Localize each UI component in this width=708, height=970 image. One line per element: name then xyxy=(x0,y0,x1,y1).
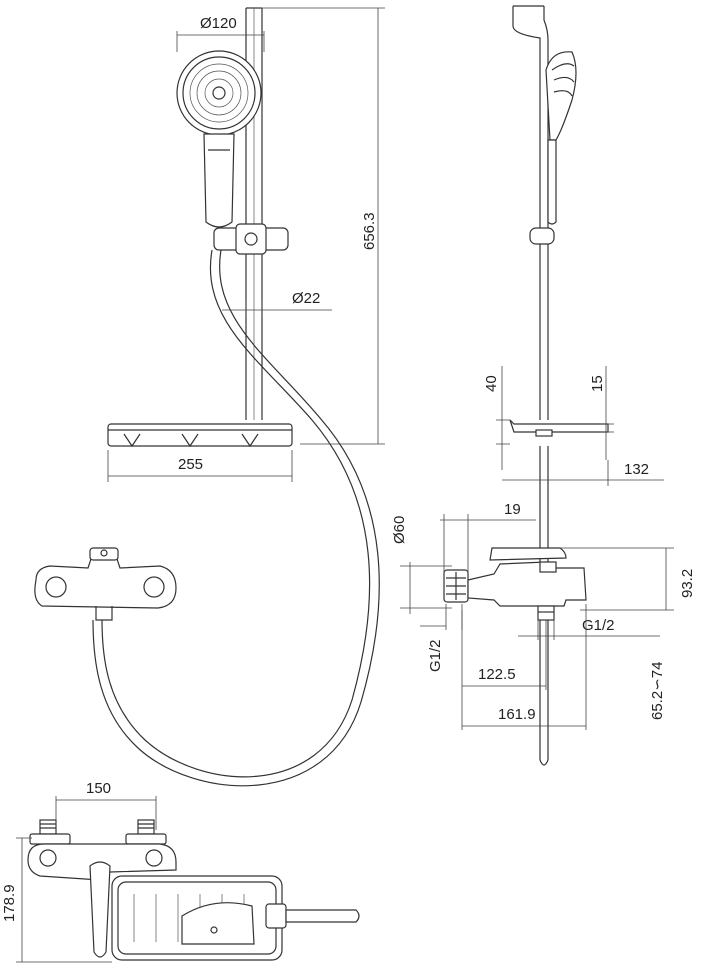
dim-mixer-height: 93.2 xyxy=(679,569,696,598)
shelf-front xyxy=(107,423,293,448)
side-view xyxy=(443,5,609,766)
dim-inlet-spacing: 150 xyxy=(86,780,111,797)
front-dimensions: Ø120 656.3 Ø22 255 xyxy=(107,7,385,482)
shower-hose xyxy=(92,249,380,787)
dim-shelf-depth: 132 xyxy=(624,461,649,478)
dim-shelf-width: 255 xyxy=(178,456,203,473)
side-dimensions: 40 15 132 19 Ø60 93.2 G1/2 G1/2 122.5 16… xyxy=(391,366,696,730)
dim-offset-15: 15 xyxy=(589,375,606,392)
dim-outlet-height-range: 65.2∽74 xyxy=(649,662,666,720)
dim-rail-height: 656.3 xyxy=(361,212,378,250)
dim-mixer-depth: 178.9 xyxy=(1,884,18,922)
mixer-front xyxy=(34,547,177,621)
dim-inlet-thread: G1/2 xyxy=(427,639,444,672)
hand-shower-head xyxy=(176,50,262,228)
side-shelf xyxy=(509,419,609,437)
top-dimensions: 150 178.9 xyxy=(1,780,157,963)
top-view-mixer xyxy=(27,819,360,961)
dim-flange-diameter: Ø60 xyxy=(391,516,408,544)
side-mixer xyxy=(443,547,587,621)
dim-spout-projection: 122.5 xyxy=(478,666,516,683)
dim-head-diameter: Ø120 xyxy=(200,15,237,32)
side-shower-head xyxy=(529,51,577,245)
dim-wall-offset: 19 xyxy=(504,501,521,518)
dim-rail-diameter: Ø22 xyxy=(292,290,320,307)
dim-outlet-thread: G1/2 xyxy=(582,617,615,634)
dim-offset-40: 40 xyxy=(483,375,500,392)
front-view-shower-rail xyxy=(34,7,380,787)
slide-holder xyxy=(213,223,289,255)
dim-total-projection: 161.9 xyxy=(498,706,536,723)
